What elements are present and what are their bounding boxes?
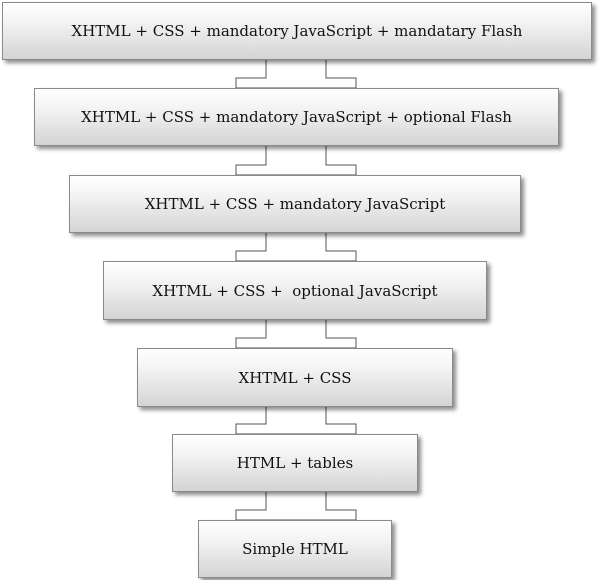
level-box-optional-javascript: XHTML + CSS + optional JavaScript — [103, 261, 487, 320]
level-box-simple-html: Simple HTML — [198, 520, 392, 578]
level-box-html-tables: HTML + tables — [172, 434, 418, 492]
level-box-optional-flash: XHTML + CSS + mandatory JavaScript + opt… — [34, 88, 559, 146]
level-box-xhtml-css: XHTML + CSS — [137, 348, 453, 407]
level-box-mandatory-javascript: XHTML + CSS + mandatory JavaScript — [69, 175, 521, 233]
level-box-mandatory-flash: XHTML + CSS + mandatory JavaScript + man… — [2, 2, 592, 60]
